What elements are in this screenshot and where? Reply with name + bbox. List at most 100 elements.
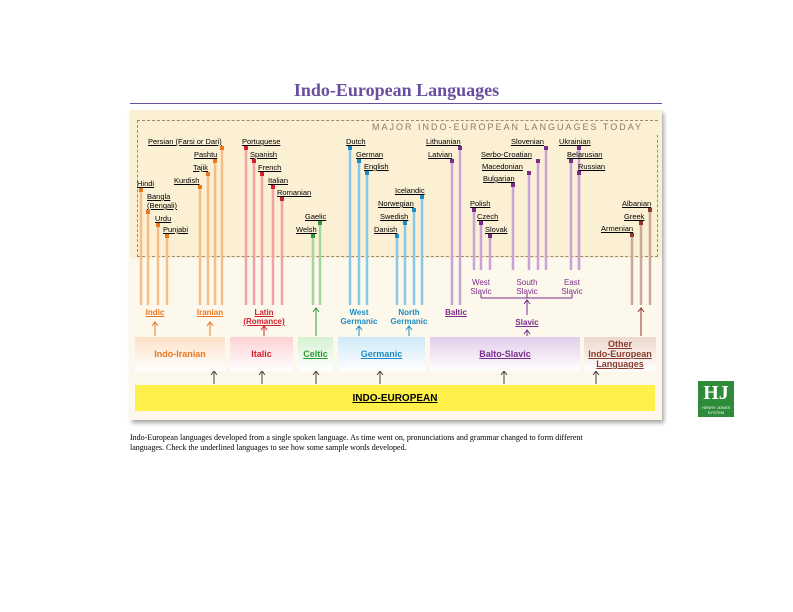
lang-italian[interactable]: Italian (268, 176, 289, 185)
caption: Indo-European languages developed from a… (130, 433, 583, 452)
arrow-head (523, 299, 531, 305)
lang-lithuanian[interactable]: Lithuanian (426, 137, 461, 146)
lang-greek[interactable]: Greek (624, 212, 645, 221)
lang-serbo-croatian[interactable]: Serbo-Croatian (481, 150, 532, 159)
lang-french[interactable]: French (258, 163, 282, 172)
branch-dot (244, 146, 248, 150)
branch-dot (577, 171, 581, 175)
subgroup-indic[interactable]: Indic (145, 308, 165, 317)
arrow-head (523, 329, 531, 335)
branch-dot (472, 208, 476, 212)
lang-romanian[interactable]: Romanian (277, 188, 312, 197)
family-other[interactable]: Other Indo-European Languages (584, 337, 656, 371)
subgroup-latin[interactable]: Latin (Romance) (243, 308, 285, 326)
branch-dot (198, 185, 202, 189)
branch-south-slavic: South Slavic (516, 278, 538, 296)
branch-dot (511, 183, 515, 187)
subgroup-iranian[interactable]: Iranian (196, 308, 224, 317)
branch-dot (458, 146, 462, 150)
arrow-head (500, 370, 508, 376)
branch-dot (527, 171, 531, 175)
lang-swedish[interactable]: Swedish (380, 212, 409, 221)
lang-gaelic[interactable]: Gaelic (305, 212, 327, 221)
arrow-head (312, 307, 320, 313)
lang-english[interactable]: English (364, 162, 389, 171)
lang-kurdish[interactable]: Kurdish (174, 176, 200, 185)
subgroup-slavic[interactable]: Slavic (515, 318, 539, 327)
title-rule (130, 103, 662, 104)
lang-tajik[interactable]: Tajik (193, 163, 209, 172)
lang-latvian[interactable]: Latvian (428, 150, 453, 159)
lang-slovenian[interactable]: Slovenian (511, 137, 544, 146)
branch-dot (577, 146, 581, 150)
page-title: Indo-European Languages (293, 80, 500, 100)
branch-dot (348, 146, 352, 150)
lang-armenian[interactable]: Armenian (601, 224, 634, 233)
lang-punjabi[interactable]: Punjabi (163, 225, 189, 234)
lang-russian[interactable]: Russian (578, 162, 606, 171)
branch-dot (357, 159, 361, 163)
branch-dot (536, 159, 540, 163)
branch-dot (206, 172, 210, 176)
arrow-head (376, 370, 384, 376)
arrow-head (206, 321, 214, 327)
subgroup-baltic[interactable]: Baltic (445, 308, 467, 317)
lang-persian[interactable]: Persian (Farsi or Dari) (148, 137, 222, 146)
lang-urdu[interactable]: Urdu (155, 214, 172, 223)
subgroup-west-germanic: West Germanic (340, 308, 378, 326)
lang-bangla[interactable]: Bangla (Bengali) (147, 192, 178, 210)
lang-danish[interactable]: Danish (374, 225, 398, 234)
lang-ukrainian[interactable]: Ukrainian (559, 137, 591, 146)
indo-european-root[interactable]: INDO-EUROPEAN (135, 385, 655, 411)
branch-dot (165, 234, 169, 238)
lang-polish[interactable]: Polish (470, 199, 491, 208)
branch-dot (544, 146, 548, 150)
lang-welsh[interactable]: Welsh (296, 225, 317, 234)
lang-icelandic[interactable]: Icelandic (395, 186, 425, 195)
lang-slovak[interactable]: Slovak (485, 225, 508, 234)
lang-german[interactable]: German (356, 150, 384, 159)
branch-dot (220, 146, 224, 150)
branch-dot (318, 221, 322, 225)
branch-dot (280, 197, 284, 201)
lang-pashtu[interactable]: Pashtu (194, 150, 218, 159)
family-celtic[interactable]: Celtic (298, 337, 333, 371)
lang-macedonian[interactable]: Macedonian (482, 162, 523, 171)
lang-belarusian[interactable]: Belarusian (567, 150, 603, 159)
branch-dot (630, 233, 634, 237)
branch-dot (403, 221, 407, 225)
family-germanic[interactable]: Germanic (338, 337, 425, 371)
branch-dot (450, 159, 454, 163)
arrow-head (312, 370, 320, 376)
branch-dot (260, 172, 264, 176)
branch-dot (311, 234, 315, 238)
branch-dot (420, 195, 424, 199)
branch-dot (412, 208, 416, 212)
branch-dot (139, 188, 143, 192)
arrow-head (355, 325, 363, 331)
arrow-head (210, 370, 218, 376)
arrow-head (637, 307, 645, 313)
branch-dot (146, 210, 150, 214)
publisher-logo: HJ HENRY JONES SYSTEM (698, 381, 734, 417)
lang-czech[interactable]: Czech (477, 212, 499, 221)
arrow-head (592, 370, 600, 376)
arrow-head (258, 370, 266, 376)
lang-bulgarian[interactable]: Bulgarian (483, 174, 515, 183)
lang-spanish[interactable]: Spanish (250, 150, 278, 159)
logo-text: HENRY JONES SYSTEM (701, 405, 731, 415)
lang-norwegian[interactable]: Norwegian (378, 199, 414, 208)
subgroup-north-germanic: North Germanic (390, 308, 428, 326)
family-indo-iranian[interactable]: Indo-Iranian (135, 337, 225, 371)
section-label: MAJOR INDO-EUROPEAN LANGUAGES TODAY (368, 121, 662, 133)
lang-portuguese[interactable]: Portuguese (242, 137, 281, 146)
family-balto-slavic[interactable]: Balto-Slavic (430, 337, 580, 371)
branch-west-slavic: West Slavic (470, 278, 492, 296)
lang-dutch[interactable]: Dutch (346, 137, 366, 146)
lang-hindi[interactable]: Hindi (137, 179, 155, 188)
logo-mark: HJ (703, 382, 729, 404)
branch-dot (479, 221, 483, 225)
lang-albanian[interactable]: Albanian (622, 199, 652, 208)
branch-dot (213, 159, 217, 163)
